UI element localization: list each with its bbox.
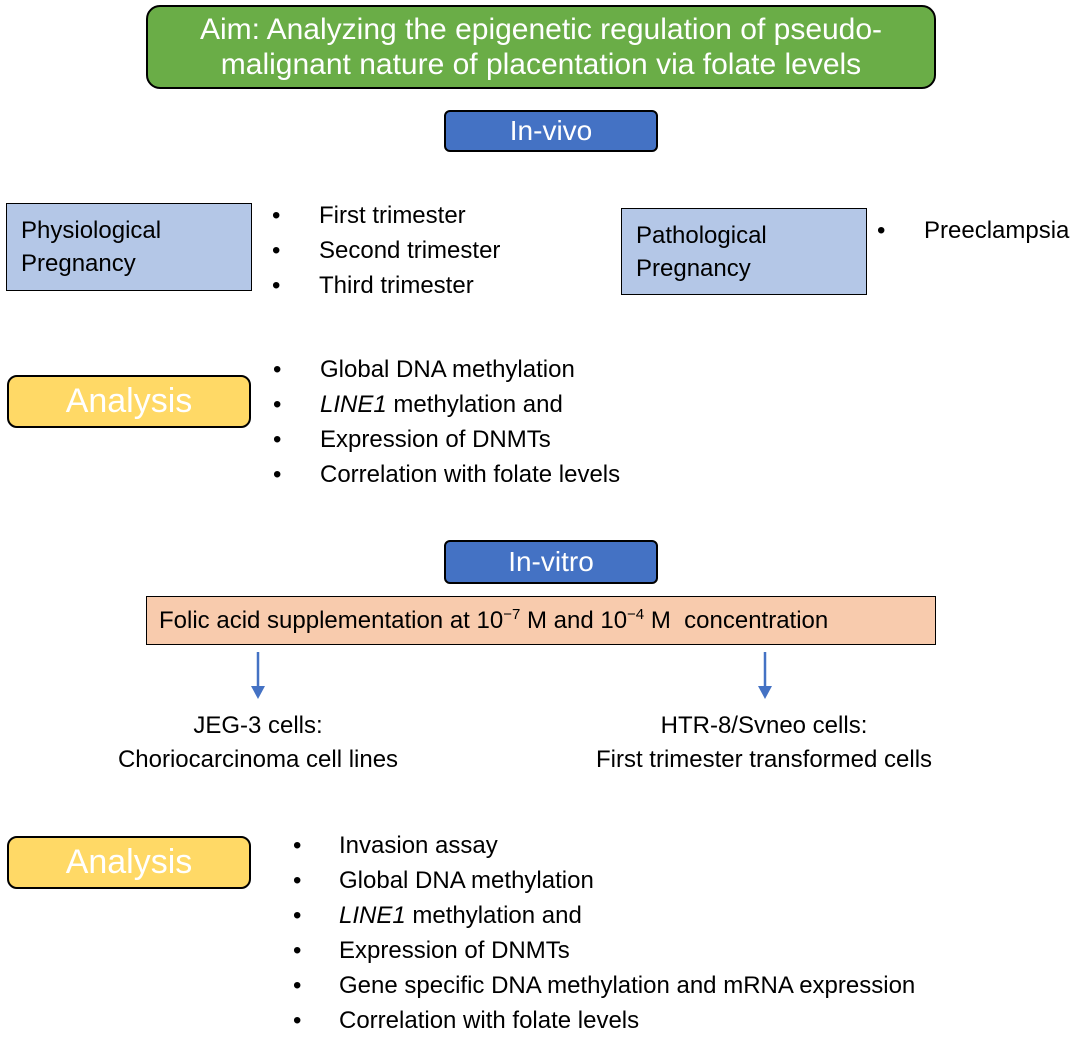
list-item: Preeclampsia bbox=[877, 213, 1069, 248]
list-item: Correlation with folate levels bbox=[293, 1003, 915, 1038]
list-item: LINE1 methylation and bbox=[273, 387, 620, 422]
in-vivo-box: In-vivo bbox=[444, 110, 658, 152]
folic-acid-text: Folic acid supplementation at 10−7 M and… bbox=[159, 606, 828, 635]
folic-exponent-1: −7 bbox=[503, 606, 521, 623]
htr-line-1: HTR-8/Svneo cells: bbox=[660, 712, 868, 739]
jeg-line-2: Choriocarcinoma cell lines bbox=[117, 746, 399, 773]
list-item: Third trimester bbox=[270, 268, 500, 303]
pathological-line-1: Pathological bbox=[636, 221, 767, 249]
physiological-line-2: Pregnancy bbox=[21, 250, 136, 277]
arrow-to-jeg bbox=[251, 652, 265, 699]
list-item: Expression of DNMTs bbox=[293, 933, 915, 968]
list-item: Invasion assay bbox=[293, 828, 915, 863]
folic-prefix: Folic acid supplementation at 10 bbox=[159, 607, 504, 634]
list-item: Global DNA methylation bbox=[293, 863, 915, 898]
line1-rest: methylation and bbox=[405, 902, 582, 929]
pathological-line-2: Pregnancy bbox=[636, 254, 751, 282]
line1-gene-name: LINE1 bbox=[320, 391, 387, 418]
arrow-to-htr bbox=[758, 652, 772, 699]
jeg-caption: JEG-3 cells: Choriocarcinoma cell lines bbox=[92, 709, 424, 777]
htr-caption: HTR-8/Svneo cells: First trimester trans… bbox=[562, 709, 966, 777]
list-item: LINE1 methylation and bbox=[293, 898, 915, 933]
list-item: Correlation with folate levels bbox=[273, 457, 620, 492]
jeg-line-1: JEG-3 cells: bbox=[193, 712, 323, 739]
in-vivo-label: In-vivo bbox=[509, 115, 593, 146]
line1-gene-name: LINE1 bbox=[339, 902, 406, 929]
analysis-label-2: Analysis bbox=[65, 843, 193, 881]
htr-line-2: First trimester transformed cells bbox=[595, 746, 933, 773]
analysis-box-1: Analysis bbox=[7, 375, 251, 428]
list-item: First trimester bbox=[270, 198, 500, 233]
in-vitro-box: In-vitro bbox=[444, 540, 658, 584]
list-item: Expression of DNMTs bbox=[273, 422, 620, 457]
analysis-list-1: Global DNA methylation LINE1 methylation… bbox=[273, 352, 620, 492]
aim-box: Aim: Analyzing the epigenetic regulation… bbox=[146, 5, 936, 89]
folic-acid-box: Folic acid supplementation at 10−7 M and… bbox=[146, 596, 936, 645]
list-item: Global DNA methylation bbox=[273, 352, 620, 387]
analysis-label-1: Analysis bbox=[65, 382, 193, 420]
physiological-list: First trimester Second trimester Third t… bbox=[270, 198, 500, 303]
analysis-box-2: Analysis bbox=[7, 836, 251, 889]
folic-suffix: M concentration bbox=[644, 607, 829, 634]
folic-exponent-2: −4 bbox=[627, 606, 645, 623]
pathological-pregnancy-box: Pathological Pregnancy bbox=[621, 208, 867, 295]
pathological-list: Preeclampsia bbox=[877, 213, 1069, 248]
aim-line-2: malignant nature of placentation via fol… bbox=[220, 48, 862, 81]
line1-rest: methylation and bbox=[386, 391, 563, 418]
list-item: Second trimester bbox=[270, 233, 500, 268]
list-item: Gene specific DNA methylation and mRNA e… bbox=[293, 968, 915, 1003]
physiological-pregnancy-box: Physiological Pregnancy bbox=[6, 203, 252, 291]
aim-line-1: Aim: Analyzing the epigenetic regulation… bbox=[199, 13, 883, 46]
in-vitro-label: In-vitro bbox=[508, 546, 594, 577]
physiological-line-1: Physiological bbox=[21, 217, 162, 244]
analysis-list-2: Invasion assay Global DNA methylation LI… bbox=[293, 828, 915, 1038]
folic-middle: M and 10 bbox=[520, 607, 628, 634]
